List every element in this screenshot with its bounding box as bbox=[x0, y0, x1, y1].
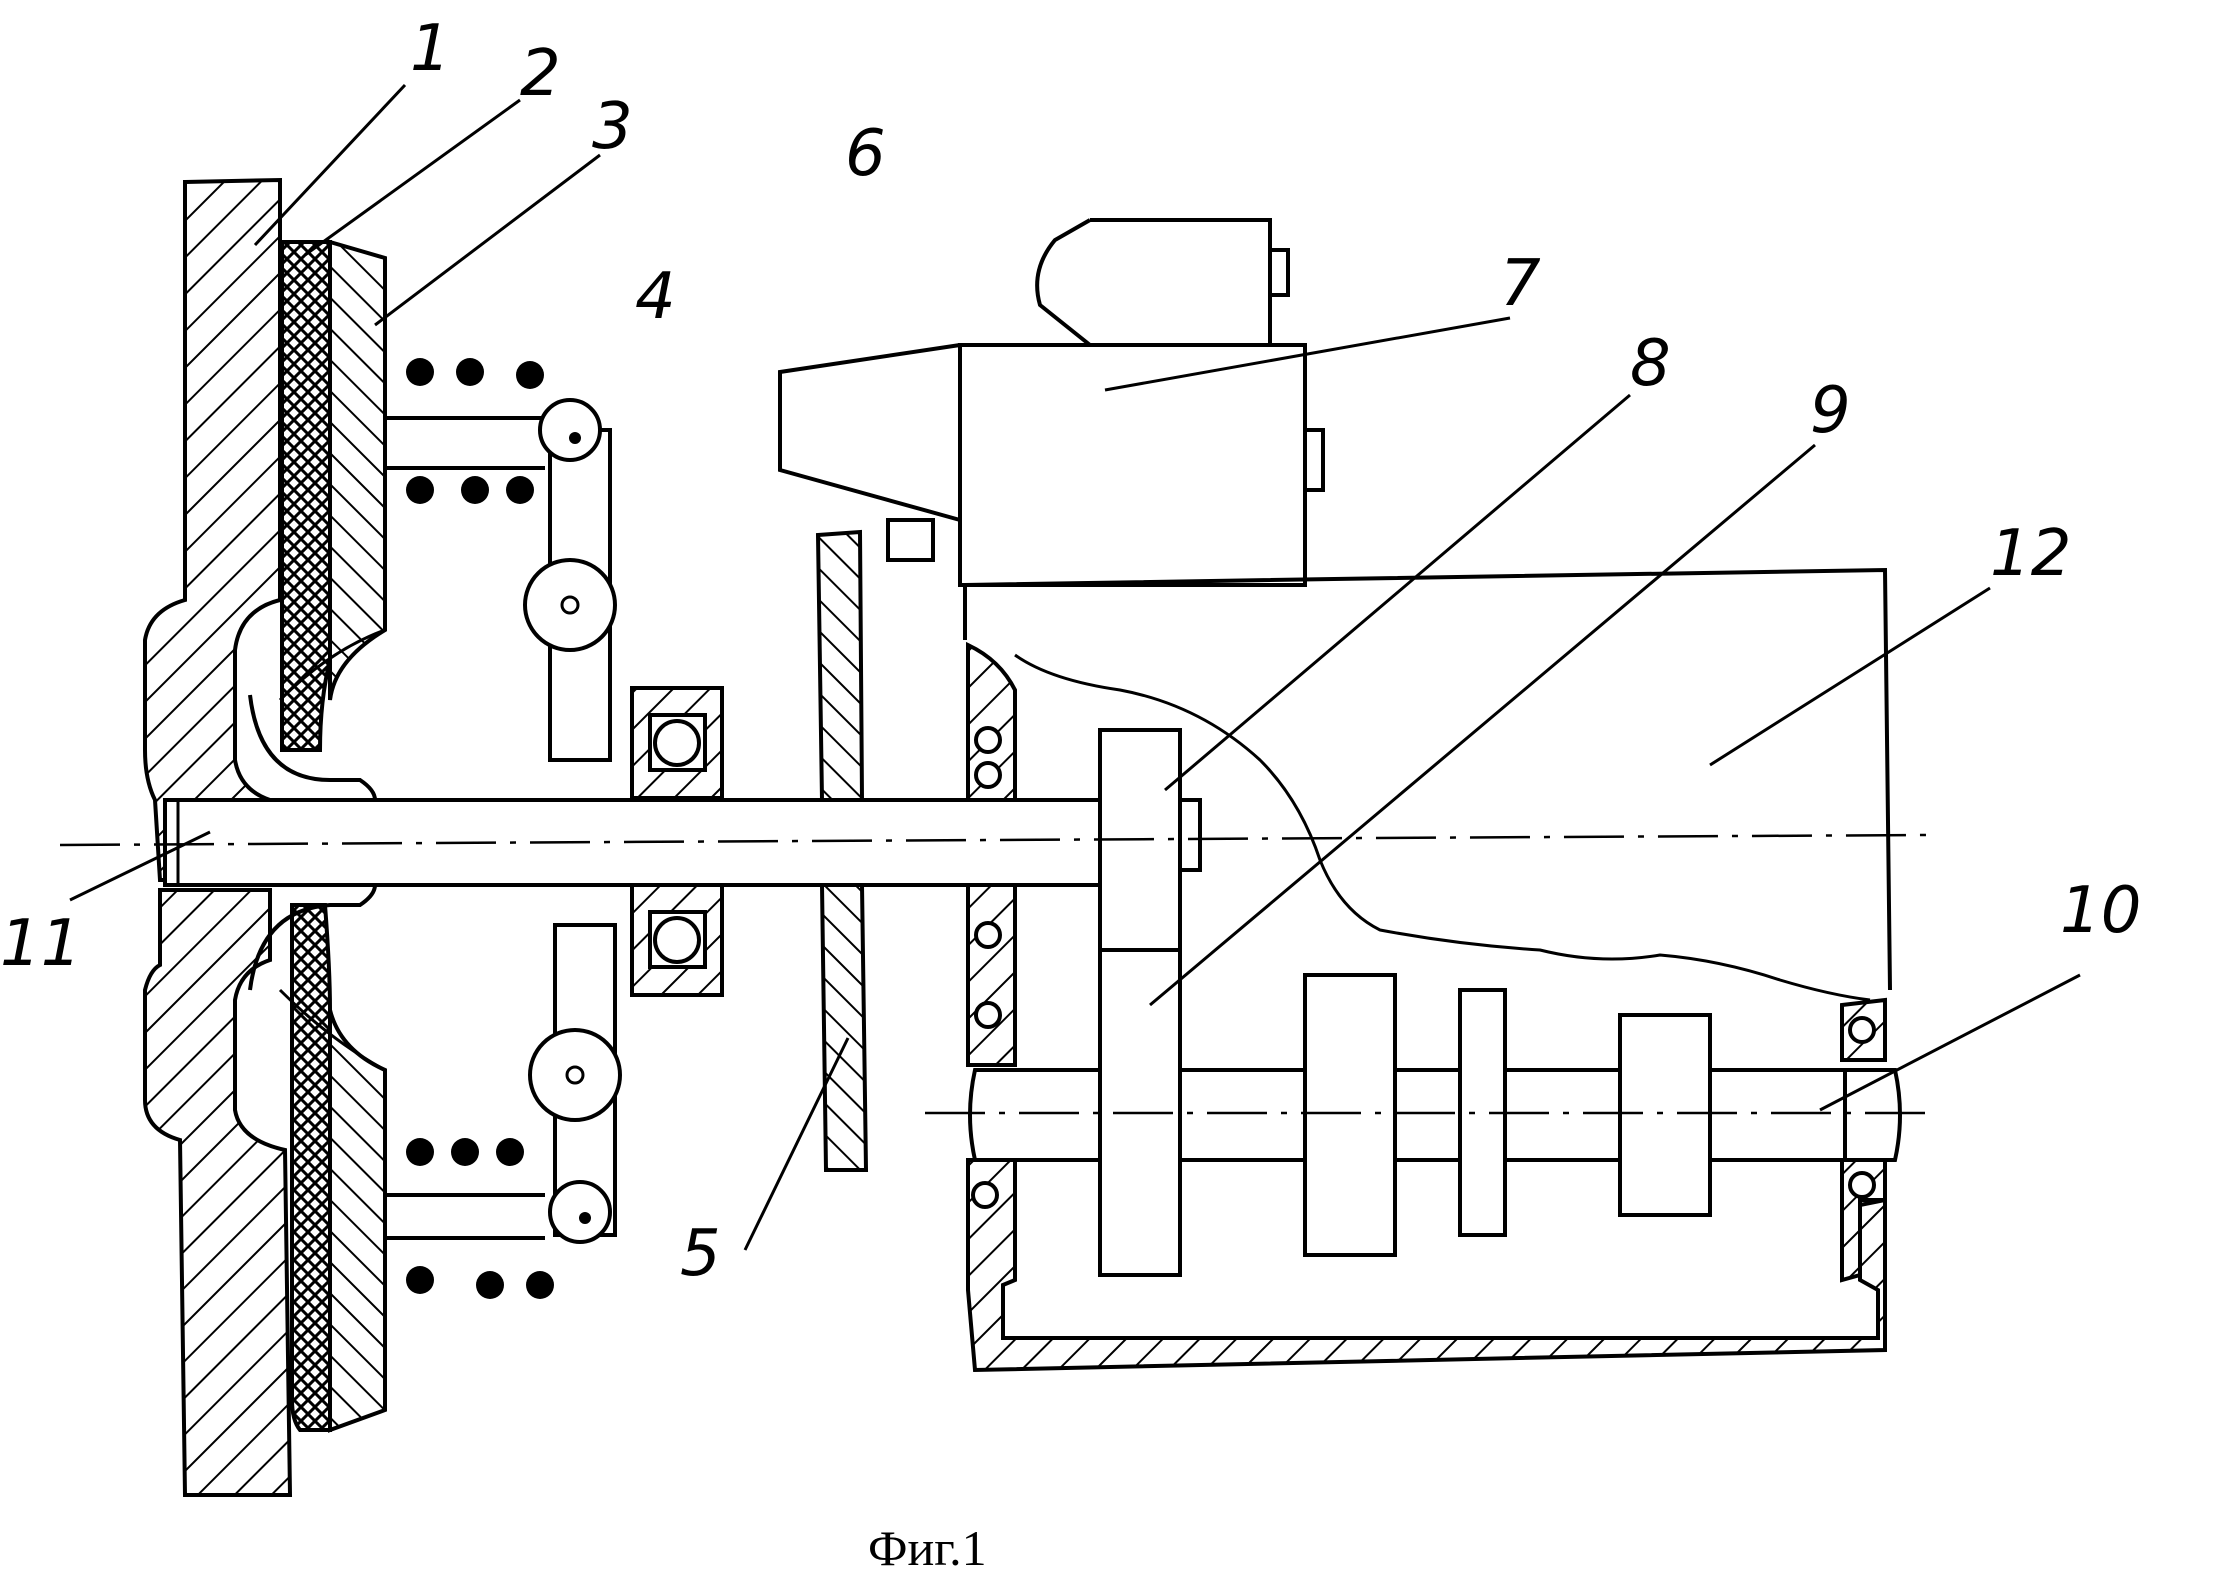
label-5: 5 bbox=[680, 1217, 721, 1291]
gears-part-8-9 bbox=[1100, 730, 1200, 1275]
sensor-part-6 bbox=[888, 520, 933, 560]
figure-caption: Фиг.1 bbox=[868, 1520, 987, 1576]
label-7: 7 bbox=[1500, 247, 1541, 321]
label-1: 1 bbox=[410, 12, 451, 86]
label-12: 12 bbox=[1990, 517, 2071, 591]
label-6: 6 bbox=[845, 117, 886, 191]
label-3: 3 bbox=[592, 90, 633, 164]
label-11: 11 bbox=[0, 907, 81, 981]
label-9: 9 bbox=[1810, 374, 1851, 448]
label-8: 8 bbox=[1630, 327, 1671, 401]
label-10: 10 bbox=[2060, 874, 2141, 948]
label-4: 4 bbox=[635, 260, 676, 334]
label-2: 2 bbox=[520, 37, 561, 111]
